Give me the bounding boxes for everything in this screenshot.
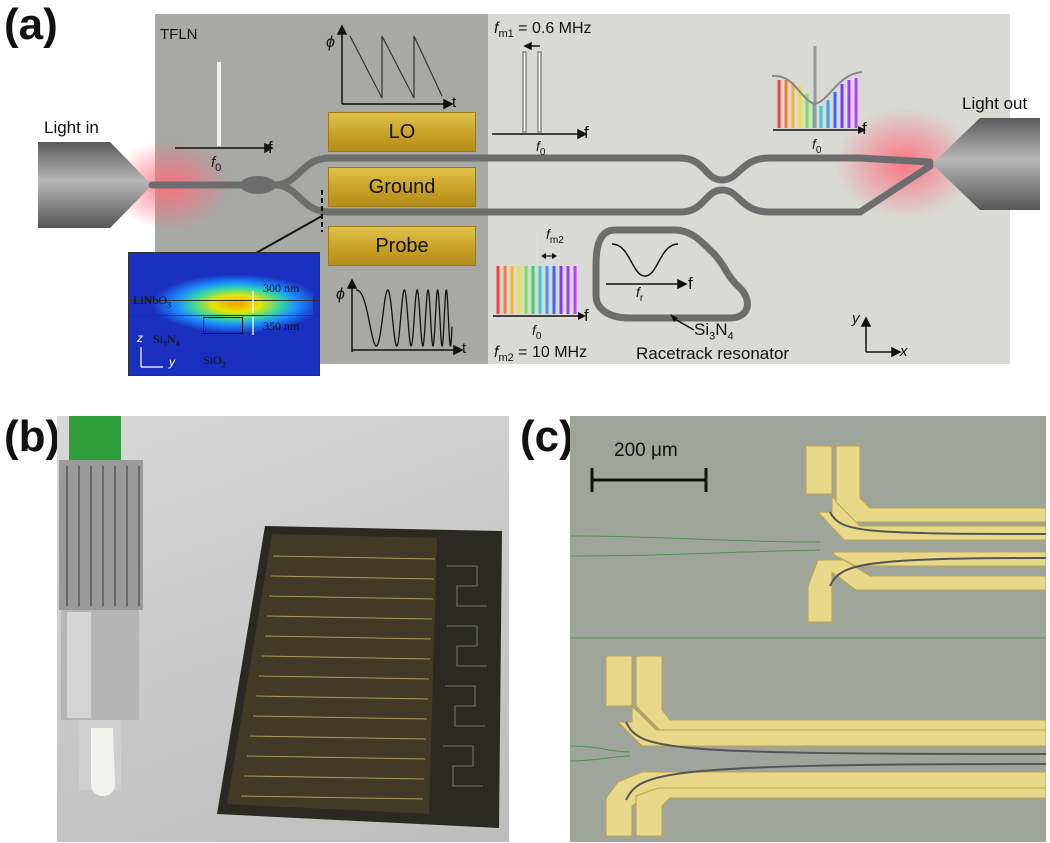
chirp-plot: [346, 278, 464, 356]
racetrack-label: Racetrack resonator: [636, 344, 790, 363]
chip-photo: [57, 416, 509, 842]
linbo3-layer: [129, 300, 319, 316]
inset-axes: [140, 291, 254, 368]
axis-y-label: y: [852, 310, 860, 327]
chirp-t-label: t: [462, 340, 467, 357]
connector-knurl: [59, 460, 143, 610]
fm1-f0-label: f0: [536, 138, 546, 158]
sawtooth-t-label: t: [452, 94, 457, 111]
lower-device: [605, 655, 1046, 837]
resonator-arrow: [672, 317, 695, 331]
axis-x-label: x: [900, 343, 908, 360]
sawtooth-plot: [336, 24, 454, 110]
electrode-ground: Ground: [328, 167, 476, 207]
inset-thick2: 350 nm: [263, 319, 300, 333]
fiber-cable: [69, 416, 121, 466]
fm2-spacing-label: fm2: [546, 226, 564, 246]
fm2-f0-label: f0: [532, 322, 542, 342]
ferrule: [91, 728, 115, 796]
out-f-label: f: [862, 119, 867, 138]
panel-label-a: (a): [4, 0, 58, 49]
spectrum-fm1: [492, 41, 588, 140]
electrode-lo: LO: [328, 112, 476, 152]
inset-linbo3: LiNbO3: [133, 293, 171, 310]
chip-pads: [443, 565, 487, 787]
light-out-label: Light out: [962, 94, 1028, 113]
spectrum-input: [175, 142, 274, 154]
microscope-image: 200 μm: [570, 416, 1046, 842]
racetrack-resonator: [592, 226, 751, 322]
fm1-label: fm1 = 0.6 MHz: [494, 20, 592, 41]
panel-a-diagram: [38, 14, 1040, 364]
waveguide-mzi: [148, 154, 934, 216]
fm2-label: fm2 = 10 MHz: [494, 344, 588, 365]
scale-bar-label: 200 μm: [614, 440, 678, 461]
resonator-f-label: f: [688, 274, 693, 293]
si3n4-core: [203, 317, 243, 334]
fm2-f-label: f: [584, 306, 589, 325]
panel-label-b: (b): [4, 412, 61, 461]
input-fiber: [38, 142, 152, 228]
resonator-transmission: [606, 243, 688, 290]
scale-bar: [590, 468, 708, 492]
si3n4-label: Si3N4: [694, 320, 734, 343]
spectrum-output: [771, 46, 866, 134]
tfln-label: TFLN: [160, 26, 198, 43]
inset-y: y: [169, 355, 175, 369]
spectrum-fm2: [493, 230, 586, 320]
electrode-probe: Probe: [328, 226, 476, 266]
inset-si3n4: Si3N4: [153, 332, 180, 349]
out-f0-label: f0: [812, 136, 822, 156]
cross-section-inset: LiNbO3 300 nm 350 nm Si3N4 SiO2 z y: [128, 252, 320, 376]
chip-waveguides: [240, 555, 436, 800]
fm1-f-label: f: [584, 123, 589, 142]
inset-thick1: 300 nm: [263, 281, 300, 295]
chirp-phi-label: ϕ: [336, 286, 345, 303]
input-f-label: f: [268, 138, 273, 157]
inset-sio2: SiO2: [203, 353, 226, 370]
xy-axes: [860, 316, 902, 358]
inset-z: z: [137, 331, 143, 345]
fr-label: fr: [636, 284, 644, 304]
input-f0-label: f0: [211, 154, 222, 174]
output-fiber: [932, 118, 1040, 210]
light-in-label: Light in: [44, 118, 99, 137]
sawtooth-phi-label: ϕ: [326, 34, 335, 51]
panel-label-c: (c): [520, 412, 574, 461]
